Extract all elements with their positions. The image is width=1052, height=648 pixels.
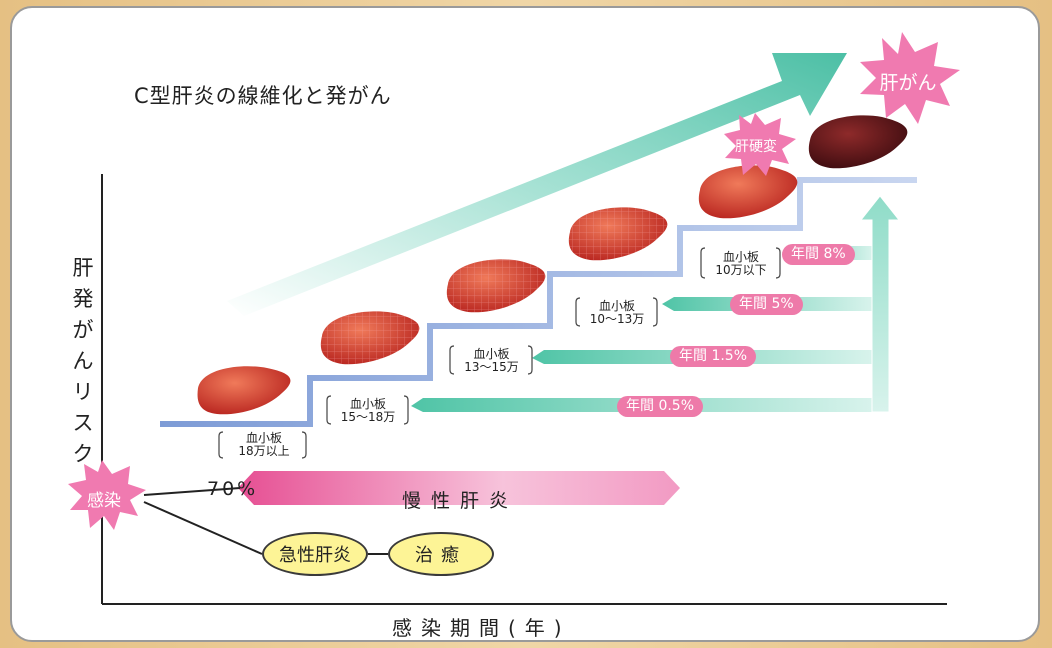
x-axis-label: 感染期間(年) xyxy=(392,616,571,640)
platelet-label-range: 13〜15万 xyxy=(464,360,519,374)
platelet-label-range: 18万以上 xyxy=(238,444,290,458)
platelet-label-title: 血小板 xyxy=(722,250,759,264)
liver-stage-4 xyxy=(568,207,668,261)
y-axis-label: 肝発がんリスク xyxy=(72,256,94,466)
platelet-label-stage-2: 血小板 15〜18万 xyxy=(332,398,404,424)
platelet-brackets xyxy=(218,247,781,459)
platelet-label-stage-5: 血小板 10万以下 xyxy=(706,251,776,277)
rate-collector-arrow xyxy=(859,195,901,413)
diagram-title: C型肝炎の線維化と発がん xyxy=(134,84,392,108)
infection-label: 感染 xyxy=(87,491,121,511)
liver-cirrhosis xyxy=(698,165,798,219)
platelet-label-title: 血小板 xyxy=(349,397,386,411)
platelet-label-range: 15〜18万 xyxy=(340,410,396,424)
platelet-label-title: 血小板 xyxy=(473,347,510,361)
platelet-label-stage-3: 血小板 13〜15万 xyxy=(455,348,528,374)
annual-rate-badge-8: 年間 8% xyxy=(782,244,855,265)
chronic-hepatitis-arrow xyxy=(238,471,680,505)
platelet-label-stage-4: 血小板 10〜13万 xyxy=(581,300,653,326)
liver-stage-2 xyxy=(320,311,420,365)
cirrhosis-label: 肝硬変 xyxy=(735,139,777,155)
platelet-label-range: 10〜13万 xyxy=(589,312,645,326)
liver-cancer-label: 肝がん xyxy=(879,72,937,94)
platelet-label-title: 血小板 xyxy=(598,299,635,313)
annual-rate-badge-0-5: 年間 0.5% xyxy=(617,396,704,417)
chronic-hepatitis-label: 慢性肝炎 xyxy=(402,490,519,512)
cure-oval: 治癒 xyxy=(388,532,494,576)
liver-cancer xyxy=(808,115,908,169)
connector-acute xyxy=(143,501,263,555)
connector-chronic xyxy=(143,487,241,496)
platelet-label-stage-1: 血小板 18万以上 xyxy=(226,432,302,458)
infection-burst xyxy=(68,460,146,530)
liver-stage-3 xyxy=(446,259,546,313)
annual-rate-badge-5: 年間 5% xyxy=(730,294,803,315)
risk-trend-arrow xyxy=(227,53,847,316)
liver-stage-1 xyxy=(197,366,291,415)
annual-rate-badge-1-5: 年間 1.5% xyxy=(670,346,757,367)
platelet-label-title: 血小板 xyxy=(245,431,282,445)
diagram-panel: C型肝炎の線維化と発がん 肝発がんリスク 感染期間(年) 血小板 18万以上 血… xyxy=(10,6,1040,642)
chronic-rate-label: 70% xyxy=(207,478,259,500)
diagram-canvas xyxy=(68,32,960,605)
acute-hepatitis-oval: 急性肝炎 xyxy=(262,532,368,576)
platelet-label-range: 10万以下 xyxy=(715,263,767,277)
cirrhosis-burst xyxy=(724,113,796,176)
cancer-burst xyxy=(860,32,960,124)
fibrosis-staircase xyxy=(160,177,917,427)
